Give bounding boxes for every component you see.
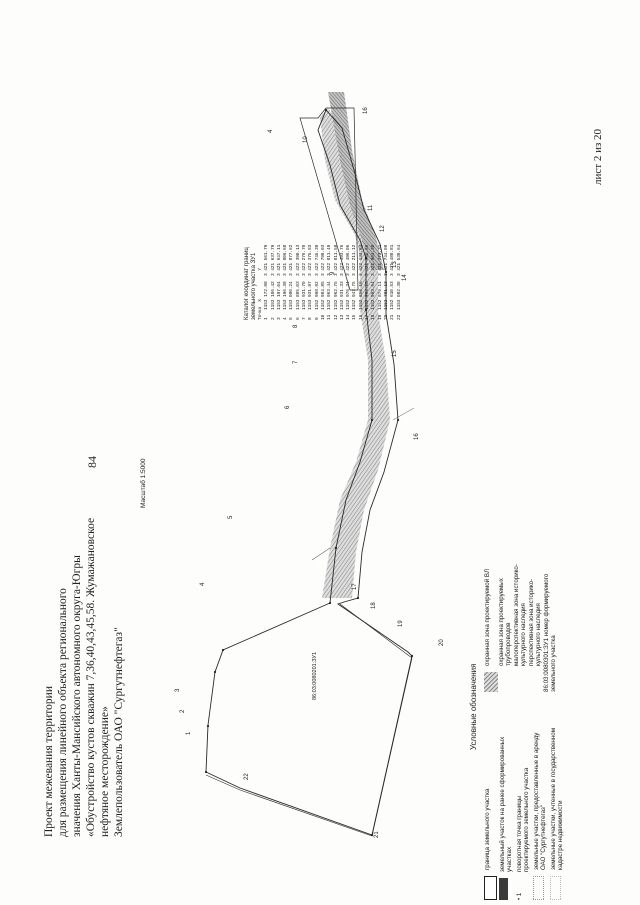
point-label-8: 8 [293,324,299,328]
parcel-boundary-zu1 [205,109,413,836]
point-label-16b: 16 [414,433,420,440]
legend-item-2: земельный участок на ранее сформированны… [498,736,514,872]
existing-parcel-outline [299,107,359,291]
catalog-col-y: Y [258,267,263,271]
point-label-3: 3 [175,688,181,692]
legend-left-row-5: земельные участки, предоставленные в аре… [532,720,548,900]
legend-swatch-lease [532,876,544,900]
point-label-18: 18 [371,602,377,609]
point-label-12: 12 [380,225,386,232]
protection-zone-hatch-upper [328,92,384,270]
legend-left-row-6: земельные участки, учтенные в государств… [549,720,565,900]
title-line-3: значения Ханты-Мансийского автономного о… [71,555,83,837]
legend-right-item-1: охранная зона проектируемой ВЛ [483,568,491,666]
point-label-2: 2 [180,709,186,713]
boundary-points [204,108,414,837]
corridor-edge-line [311,547,331,561]
point-label-10: 10 [303,136,309,143]
title-line-4: «Обустройство кустов скважин 7,36,40,43,… [85,517,97,837]
legend-right-item-5: 86:03:0080301:ЗУ1 номер формируемого зем… [542,573,558,692]
legend-left-row-3: • 1 поворотная точка границы проектируем… [516,720,531,900]
point-label-16: 16 [363,107,369,114]
protection-zone-hatch [320,108,390,598]
sheet-number: лист 2 из 20 [592,128,604,185]
legend-item-1: граница земельного участка [483,788,491,870]
title-line-5: нефтяное месторождение» [99,706,111,837]
scale-label: Масштаб 1:5000 [140,458,147,509]
catalog-col-point: Точка [258,306,263,320]
legend-swatch-vl-zone [483,672,498,692]
legend-right-row-1: охранная зона проектируемой ВЛ [483,542,498,692]
legend-left: граница земельного участка земельный уча… [483,720,565,900]
legend-item-3: поворотная точка границы [515,795,523,872]
legend-right-item-3: малоперспективная зона историко-культурн… [512,564,528,666]
catalog-cell-point: 22 [396,314,402,320]
parcel-id-label: 86:03:0080201:ЗУ1 [312,651,318,700]
catalog-title-1: Каталог координат границ [244,247,250,320]
point-label-11: 11 [368,204,374,211]
legend-left-row-2: земельный участок на ранее сформированны… [498,720,514,900]
point-label-21: 21 [374,831,380,838]
legend-right-item-4: перспективная зона историко-культурного … [527,578,543,666]
coordinate-catalog: Каталог координат границ земельного учас… [244,242,403,320]
catalog-title-2: земельного участка ЗУ1 [251,252,257,320]
title-line-2: для размещения линейного объекта региона… [57,588,69,837]
title-line-1: Проект межевания территории [43,686,55,837]
legend-point-marker: • 1 [515,892,523,900]
legend-left-row-1: граница земельного участка [483,720,497,900]
catalog-cell-y: 3 421 530.64 [396,244,402,276]
catalog-cell-x: 1153 082.30 [396,281,402,310]
catalog-col-x: X [258,299,263,302]
legend-right: охранная зона проектируемой ВЛ охранная … [483,542,565,692]
point-label-20: 20 [439,639,445,646]
point-label-6: 6 [285,405,291,409]
page-number: 84 [85,456,99,468]
corridor-edge-line-2 [392,407,415,421]
legend-point-text: поворотная точка границы проектируемого … [516,768,531,872]
point-label-1: 1 [186,731,192,735]
point-label-5: 5 [228,515,234,519]
legend-columns: граница земельного участка земельный уча… [483,542,565,900]
point-label-4: 4 [200,582,206,586]
point-label-15: 15 [392,350,398,357]
title-line-6: Землепользователь ОАО "Сургутнефтегаз" [113,627,125,837]
legend-swatch-cadastre [549,876,561,900]
title-block: Проект межевания территории для размещен… [42,518,126,837]
legend: Условные обозначения граница земельного … [469,542,565,900]
parcel-inner-line [205,603,413,837]
point-label-19: 19 [398,620,404,627]
legend-item-5: земельные участки, предоставленные в аре… [532,732,548,870]
point-label-4b: 4 [268,129,274,133]
point-label-22: 22 [244,773,250,780]
legend-item-6: земельные участки, учтенные в государств… [549,728,565,870]
catalog-row: 22 1153 082.30 3 421 530.64 [397,242,403,320]
legend-item-4: проектируемого земельного участка [523,767,530,872]
point-label-14: 14 [402,274,408,281]
legend-title: Условные обозначения [469,663,478,750]
point-label-7: 7 [293,360,299,364]
legend-right-item-2: охранная зона проектируемых трубопроводо… [497,578,513,666]
legend-swatch-existing [498,878,508,900]
legend-swatch-boundary [483,876,497,900]
point-label-17: 17 [352,583,358,590]
